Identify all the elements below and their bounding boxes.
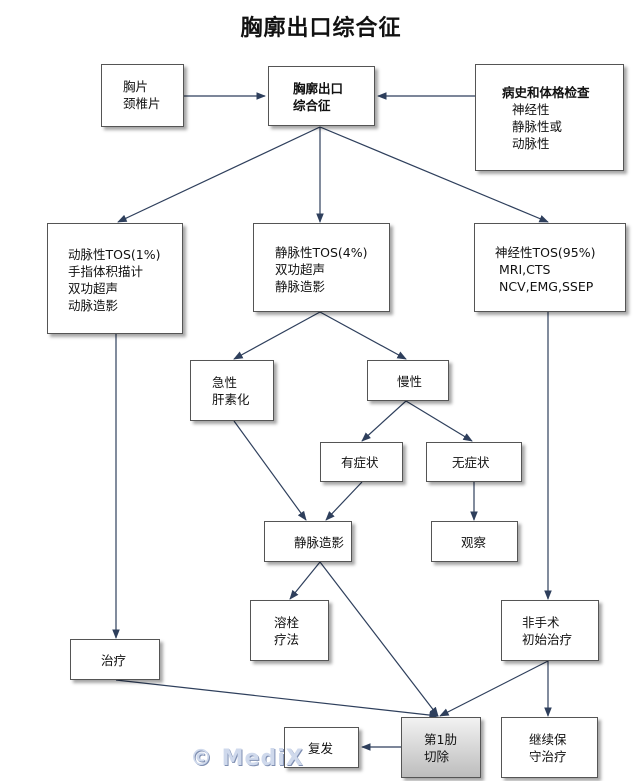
venous-tos-box: 静脉性TOS(4%) 双功超声 静脉造影 bbox=[253, 223, 390, 312]
cervical-xray-label: 颈椎片 bbox=[123, 96, 161, 111]
page-title: 胸廓出口综合征 bbox=[240, 16, 402, 41]
edge-venous-to-acute bbox=[233, 311, 321, 360]
nonsurgical-label: 非手术 bbox=[522, 615, 560, 630]
tos-label-line2: 综合征 bbox=[293, 98, 331, 113]
watermark: © MediX bbox=[190, 746, 304, 771]
first-rib-label: 第1肋 bbox=[424, 732, 457, 747]
recurrence-box: 复发 bbox=[284, 727, 359, 768]
resection-label: 切除 bbox=[424, 749, 450, 764]
acute-label: 急性 bbox=[212, 375, 238, 390]
edge-symptomatic-to-venography bbox=[325, 481, 363, 521]
arterial-angiography: 动脉造影 bbox=[68, 298, 119, 313]
edge-venous-to-chronic bbox=[319, 311, 407, 360]
history-exam-title: 病史和体格检查 bbox=[502, 85, 590, 100]
continue-label: 继续保 bbox=[529, 732, 567, 747]
venous-tos-title: 静脉性TOS(4%) bbox=[275, 245, 368, 260]
chest-xray-label: 胸片 bbox=[123, 79, 149, 94]
history-arterial: 动脉性 bbox=[512, 136, 550, 151]
venography-box: 静脉造影 bbox=[264, 521, 352, 562]
edge-tos-to-neuro bbox=[319, 126, 549, 223]
conservative-box: 继续保 守治疗 bbox=[501, 717, 598, 778]
chronic-label: 慢性 bbox=[397, 374, 423, 389]
treatment-box: 治疗 bbox=[70, 639, 160, 680]
neuro-tos-box: 神经性TOS(95%) MRI,CTS NCV,EMG,SSEP bbox=[474, 223, 626, 312]
venous-venography: 静脉造影 bbox=[275, 279, 326, 294]
neuro-tos-title: 神经性TOS(95%) bbox=[495, 245, 596, 260]
nonsurgical-box: 非手术 初始治疗 bbox=[501, 600, 599, 661]
neuro-mri-cts: MRI,CTS bbox=[499, 262, 551, 277]
edge-venography-to-thrombolysis bbox=[289, 561, 321, 600]
thrombolysis-label: 溶栓 bbox=[274, 615, 300, 630]
neuro-ncv-emg-ssep: NCV,EMG,SSEP bbox=[499, 279, 594, 294]
symptomatic-label: 有症状 bbox=[341, 455, 379, 470]
tos-box: 胸廓出口 综合征 bbox=[268, 66, 375, 126]
chronic-box: 慢性 bbox=[367, 360, 449, 401]
edge-chronic-to-asymptomatic bbox=[405, 400, 473, 442]
observe-label: 观察 bbox=[461, 535, 487, 550]
history-exam-box: 病史和体格检查 神经性 静脉性或 动脉性 bbox=[475, 64, 624, 171]
thrombolysis-box: 溶栓 疗法 bbox=[250, 600, 329, 661]
rib-resection-box: 第1肋 切除 bbox=[401, 717, 481, 778]
venography-label: 静脉造影 bbox=[294, 535, 345, 550]
symptomatic-box: 有症状 bbox=[320, 442, 403, 482]
edge-nonsurgical-to-rib-resection bbox=[439, 660, 549, 717]
initial-treatment-label: 初始治疗 bbox=[522, 632, 573, 647]
arterial-plethysmography: 手指体积描计 bbox=[68, 264, 144, 279]
history-venous: 静脉性或 bbox=[512, 119, 563, 134]
chest-xray-box: 胸片 颈椎片 bbox=[101, 64, 184, 127]
heparinization-label: 肝素化 bbox=[212, 392, 250, 407]
recurrence-label: 复发 bbox=[308, 741, 334, 756]
edge-tos-to-arterial bbox=[117, 126, 321, 223]
tos-label-line1: 胸廓出口 bbox=[293, 81, 344, 96]
arterial-tos-title: 动脉性TOS(1%) bbox=[68, 247, 161, 262]
treatment-label: 治疗 bbox=[101, 653, 127, 668]
conservative-treatment-label: 守治疗 bbox=[529, 749, 567, 764]
asymptomatic-box: 无症状 bbox=[426, 442, 522, 482]
history-neuro: 神经性 bbox=[512, 102, 550, 117]
observe-box: 观察 bbox=[431, 521, 518, 562]
edge-chronic-to-symptomatic bbox=[361, 400, 407, 442]
arterial-duplex: 双功超声 bbox=[68, 281, 119, 296]
therapy-label: 疗法 bbox=[274, 632, 300, 647]
edge-acute-to-venography bbox=[233, 420, 307, 521]
edge-venography-to-rib-resection bbox=[319, 561, 439, 717]
asymptomatic-label: 无症状 bbox=[452, 455, 490, 470]
edge-treatment-to-rib-resection bbox=[115, 679, 439, 719]
acute-box: 急性 肝素化 bbox=[190, 360, 274, 421]
venous-duplex: 双功超声 bbox=[275, 262, 326, 277]
arterial-tos-box: 动脉性TOS(1%) 手指体积描计 双功超声 动脉造影 bbox=[47, 223, 183, 334]
